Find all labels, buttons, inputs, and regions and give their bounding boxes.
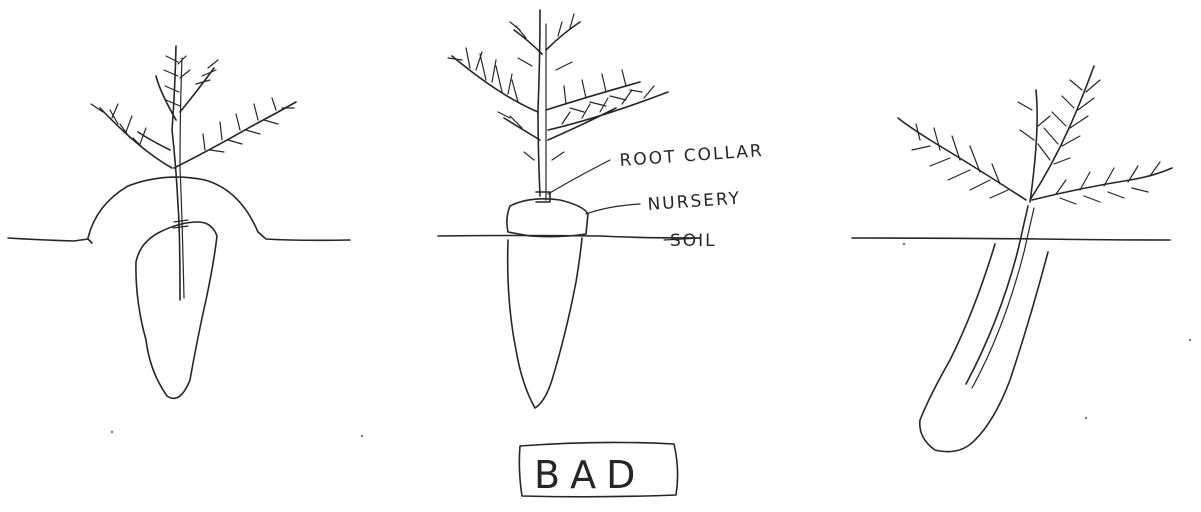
stem-middle bbox=[538, 10, 540, 196]
verdict-box: BAD bbox=[519, 442, 677, 497]
ground-line-left bbox=[8, 238, 92, 243]
branches-right bbox=[898, 66, 1172, 202]
leader-root-collar bbox=[548, 160, 610, 194]
soil-mound bbox=[88, 177, 350, 240]
needles-left bbox=[91, 56, 294, 152]
seedling-left bbox=[8, 46, 350, 398]
label-nursery: NURSERY bbox=[647, 189, 742, 215]
stem-left bbox=[172, 46, 180, 300]
seedling-right bbox=[852, 66, 1172, 452]
paper-specks bbox=[111, 243, 1191, 437]
verdict-label: BAD bbox=[534, 453, 645, 497]
stem-right bbox=[966, 206, 1028, 384]
label-root-collar: ROOT COLLAR bbox=[619, 141, 764, 171]
root-plug-left bbox=[136, 222, 217, 398]
nursery-soil-plug bbox=[507, 199, 588, 237]
leader-nursery bbox=[586, 204, 640, 214]
seedling-middle: ROOT COLLAR NURSERY SOIL bbox=[438, 10, 764, 408]
label-soil: SOIL bbox=[670, 231, 717, 251]
root-plug-middle bbox=[508, 238, 582, 408]
ground-line-right bbox=[852, 238, 1170, 240]
branches-middle bbox=[452, 22, 668, 140]
